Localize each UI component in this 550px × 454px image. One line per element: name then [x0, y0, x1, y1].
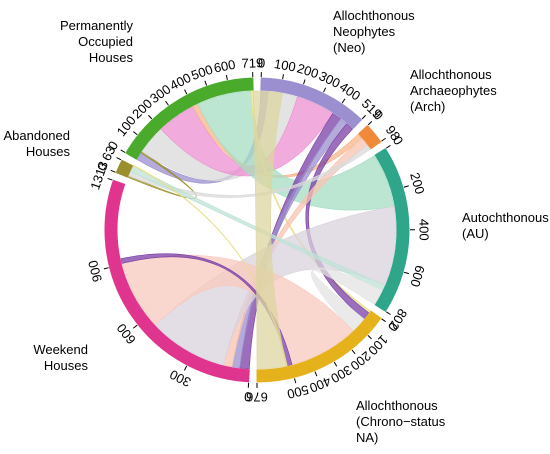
- tick-mark-poh-300: [165, 100, 169, 106]
- group-arc-ah: [115, 159, 134, 178]
- tick-mark-au-0: [385, 145, 391, 149]
- tick-label-ah-63: 63: [99, 144, 119, 164]
- tick-label-na-676: 676: [246, 390, 268, 405]
- tick-mark-na-100: [367, 335, 372, 340]
- group-arc-neo: [260, 77, 363, 130]
- tick-mark-na-0: [381, 318, 386, 323]
- chord-ribbon-neo-wh-8: [231, 118, 348, 369]
- tick-mark-neo-200: [303, 79, 306, 85]
- tick-mark-poh-100: [133, 131, 138, 136]
- group-arc-arch: [357, 124, 382, 150]
- tick-mark-wh-600: [132, 324, 138, 329]
- tick-mark-ah-0: [110, 169, 116, 173]
- tick-label-au-600: 600: [407, 264, 427, 289]
- tick-mark-au-802: [386, 311, 391, 315]
- tick-mark-neo-300: [323, 87, 327, 93]
- group-label-au-line-1: (AU): [462, 226, 489, 241]
- tick-label-wh-900: 900: [85, 259, 105, 284]
- group-arc-au: [374, 147, 410, 312]
- tick-mark-poh-500: [204, 80, 208, 86]
- tick-mark-neo-400: [341, 98, 346, 104]
- group-label-na-line-0: Allochthonous: [356, 398, 438, 413]
- group-label-neo-line-2: (Neo): [333, 40, 366, 55]
- group-label-na-line-1: (Chrono−status: [356, 414, 446, 429]
- group-label-poh-line-0: Permanently: [60, 18, 133, 33]
- group-arc-wh: [104, 179, 250, 383]
- tick-label-poh-400: 400: [167, 70, 193, 93]
- tick-mark-neo-100: [282, 74, 284, 80]
- group-label-poh-line-1: Occupied: [78, 34, 133, 49]
- group-label-ah-line-1: Houses: [26, 144, 71, 159]
- group-labels: AllochthonousNeophytes(Neo)Allochthonous…: [3, 8, 549, 445]
- group-label-wh-line-0: Weekend: [33, 342, 88, 357]
- group-label-arch-line-2: (Arch): [410, 99, 445, 114]
- tick-mark-na-400: [314, 371, 318, 377]
- tick-mark-arch-0: [367, 121, 373, 126]
- tick-label-na-400: 400: [307, 374, 333, 396]
- tick-label-neo-0: 0: [258, 55, 266, 70]
- tick-label-neo-400: 400: [337, 79, 363, 104]
- tick-label-wh-600: 600: [114, 321, 139, 347]
- tick-label-wh-0: 0: [244, 389, 252, 404]
- tick-mark-neo-519: [361, 114, 366, 120]
- group-label-poh-line-2: Houses: [89, 50, 134, 65]
- tick-mark-au-600: [403, 271, 409, 275]
- group-label-au-line-0: Autochthonous: [462, 210, 549, 225]
- tick-mark-wh-300: [183, 365, 188, 371]
- tick-label-au-400: 400: [417, 219, 432, 241]
- tick-mark-au-200: [403, 185, 409, 188]
- tick-mark-poh-600: [225, 74, 228, 80]
- tick-label-wh-300: 300: [167, 367, 193, 390]
- group-label-arch-line-1: Archaeophytes: [410, 83, 497, 98]
- group-label-wh-line-1: Houses: [44, 358, 89, 373]
- group-arcs: [104, 77, 410, 383]
- group-label-ah-line-0: Abandoned: [3, 128, 70, 143]
- tick-mark-wh-900: [103, 267, 109, 270]
- chord-ribbon-au-na-14: [311, 267, 383, 332]
- tick-mark-poh-400: [184, 89, 188, 95]
- tick-mark-wh-1313: [107, 177, 113, 181]
- tick-mark-ah-63: [116, 157, 122, 161]
- group-label-arch-line-0: Allochthonous: [410, 67, 492, 82]
- tick-label-arch-98: 98: [383, 123, 404, 143]
- tick-label-na-500: 500: [286, 382, 311, 402]
- tick-mark-poh-0: [120, 149, 126, 153]
- tick-label-poh-719: 719: [241, 55, 263, 71]
- tick-mark-arch-98: [381, 137, 386, 142]
- tick-mark-na-300: [333, 361, 338, 367]
- tick-label-poh-600: 600: [213, 57, 237, 76]
- tick-label-au-200: 200: [407, 171, 427, 196]
- tick-label-neo-100: 100: [273, 56, 297, 74]
- group-arc-na: [256, 310, 382, 383]
- tick-mark-na-500: [294, 378, 297, 384]
- group-label-neo-line-0: Allochthonous: [333, 8, 415, 23]
- tick-mark-poh-200: [148, 114, 153, 120]
- tick-label-neo-200: 200: [295, 60, 320, 81]
- group-label-na-line-2: NA): [356, 430, 378, 445]
- chord-ribbon-na-poh-18: [252, 90, 287, 370]
- chord-ribbons: [120, 90, 397, 370]
- group-label-neo-line-1: Neophytes: [333, 24, 396, 39]
- tick-mark-na-200: [351, 349, 356, 355]
- group-arc-poh: [125, 77, 254, 160]
- tick-label-poh-500: 500: [189, 62, 214, 83]
